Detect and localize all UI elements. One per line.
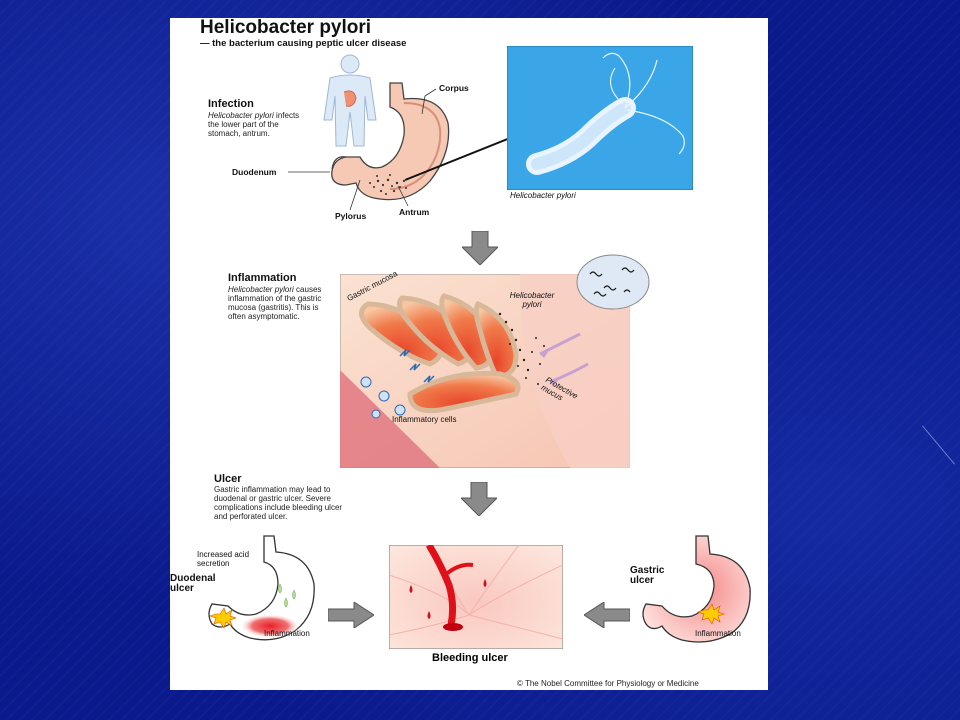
figure-panel: Helicobacter pylori — the bacterium caus…: [170, 18, 768, 690]
inflammation-heading: Inflammation: [228, 272, 297, 284]
inflammatory-cells-label: Inflammatory cells: [392, 415, 457, 424]
stomach-diagram: [331, 82, 450, 201]
acid-secretion-label: Increased acid secretion: [197, 550, 250, 568]
bacteria-magnifier-icon: [576, 254, 650, 310]
stomach-leader-lines: [288, 88, 511, 211]
bacterium-caption: Helicobacter pylori: [510, 191, 576, 200]
duodenal-ulcer-label: Duodenal ulcer: [170, 573, 216, 594]
bacteria-label: Helicobacter pylori: [509, 291, 555, 309]
page-title: Helicobacter pylori: [200, 18, 372, 38]
gastric-mucosa-diagram: [340, 274, 630, 468]
infection-text-body: infects the lower part of the stomach, a…: [208, 111, 300, 138]
bleeding-ulcer-image: [389, 545, 563, 649]
gastric-ulcer-diagram: [642, 535, 751, 643]
gastric-inflammation-label: Inflammation: [695, 629, 741, 638]
pylorus-label: Pylorus: [335, 211, 367, 221]
copyright-notice: © The Nobel Committee for Physiology or …: [517, 679, 699, 688]
corpus-label: Corpus: [439, 83, 469, 93]
bacterium-image: [507, 46, 693, 190]
bleeding-ulcer-caption: Bleeding ulcer: [432, 652, 508, 664]
left-arrow-icon: [584, 602, 630, 628]
gastric-ulcer-label: Gastric ulcer: [630, 565, 665, 586]
ulcer-heading: Ulcer: [214, 473, 242, 485]
right-arrow-icon: [328, 602, 374, 628]
down-arrow-icon: [461, 482, 497, 516]
duodenal-inflammation-label: Inflammation: [264, 629, 310, 638]
antrum-label: Antrum: [399, 207, 430, 217]
duodenum-label: Duodenum: [232, 167, 277, 177]
background-streak: [922, 425, 955, 465]
infection-text-species: Helicobacter pylori: [208, 111, 274, 120]
inflammation-text: Helicobacter pylori causes inflammation …: [228, 285, 338, 321]
infection-heading: Infection: [208, 98, 254, 110]
infection-text: Helicobacter pylori infects the lower pa…: [208, 111, 306, 138]
ulcer-text: Gastric inflammation may lead to duodena…: [214, 485, 343, 521]
inflammation-text-species: Helicobacter pylori: [228, 285, 294, 294]
page-subtitle: — the bacterium causing peptic ulcer dis…: [200, 38, 407, 49]
down-arrow-icon: [462, 231, 498, 265]
duodenal-ulcer-diagram: [208, 535, 315, 641]
human-silhouette-icon: [323, 54, 377, 147]
inflammation-text-body: causes inflammation of the gastric mucos…: [228, 285, 322, 321]
